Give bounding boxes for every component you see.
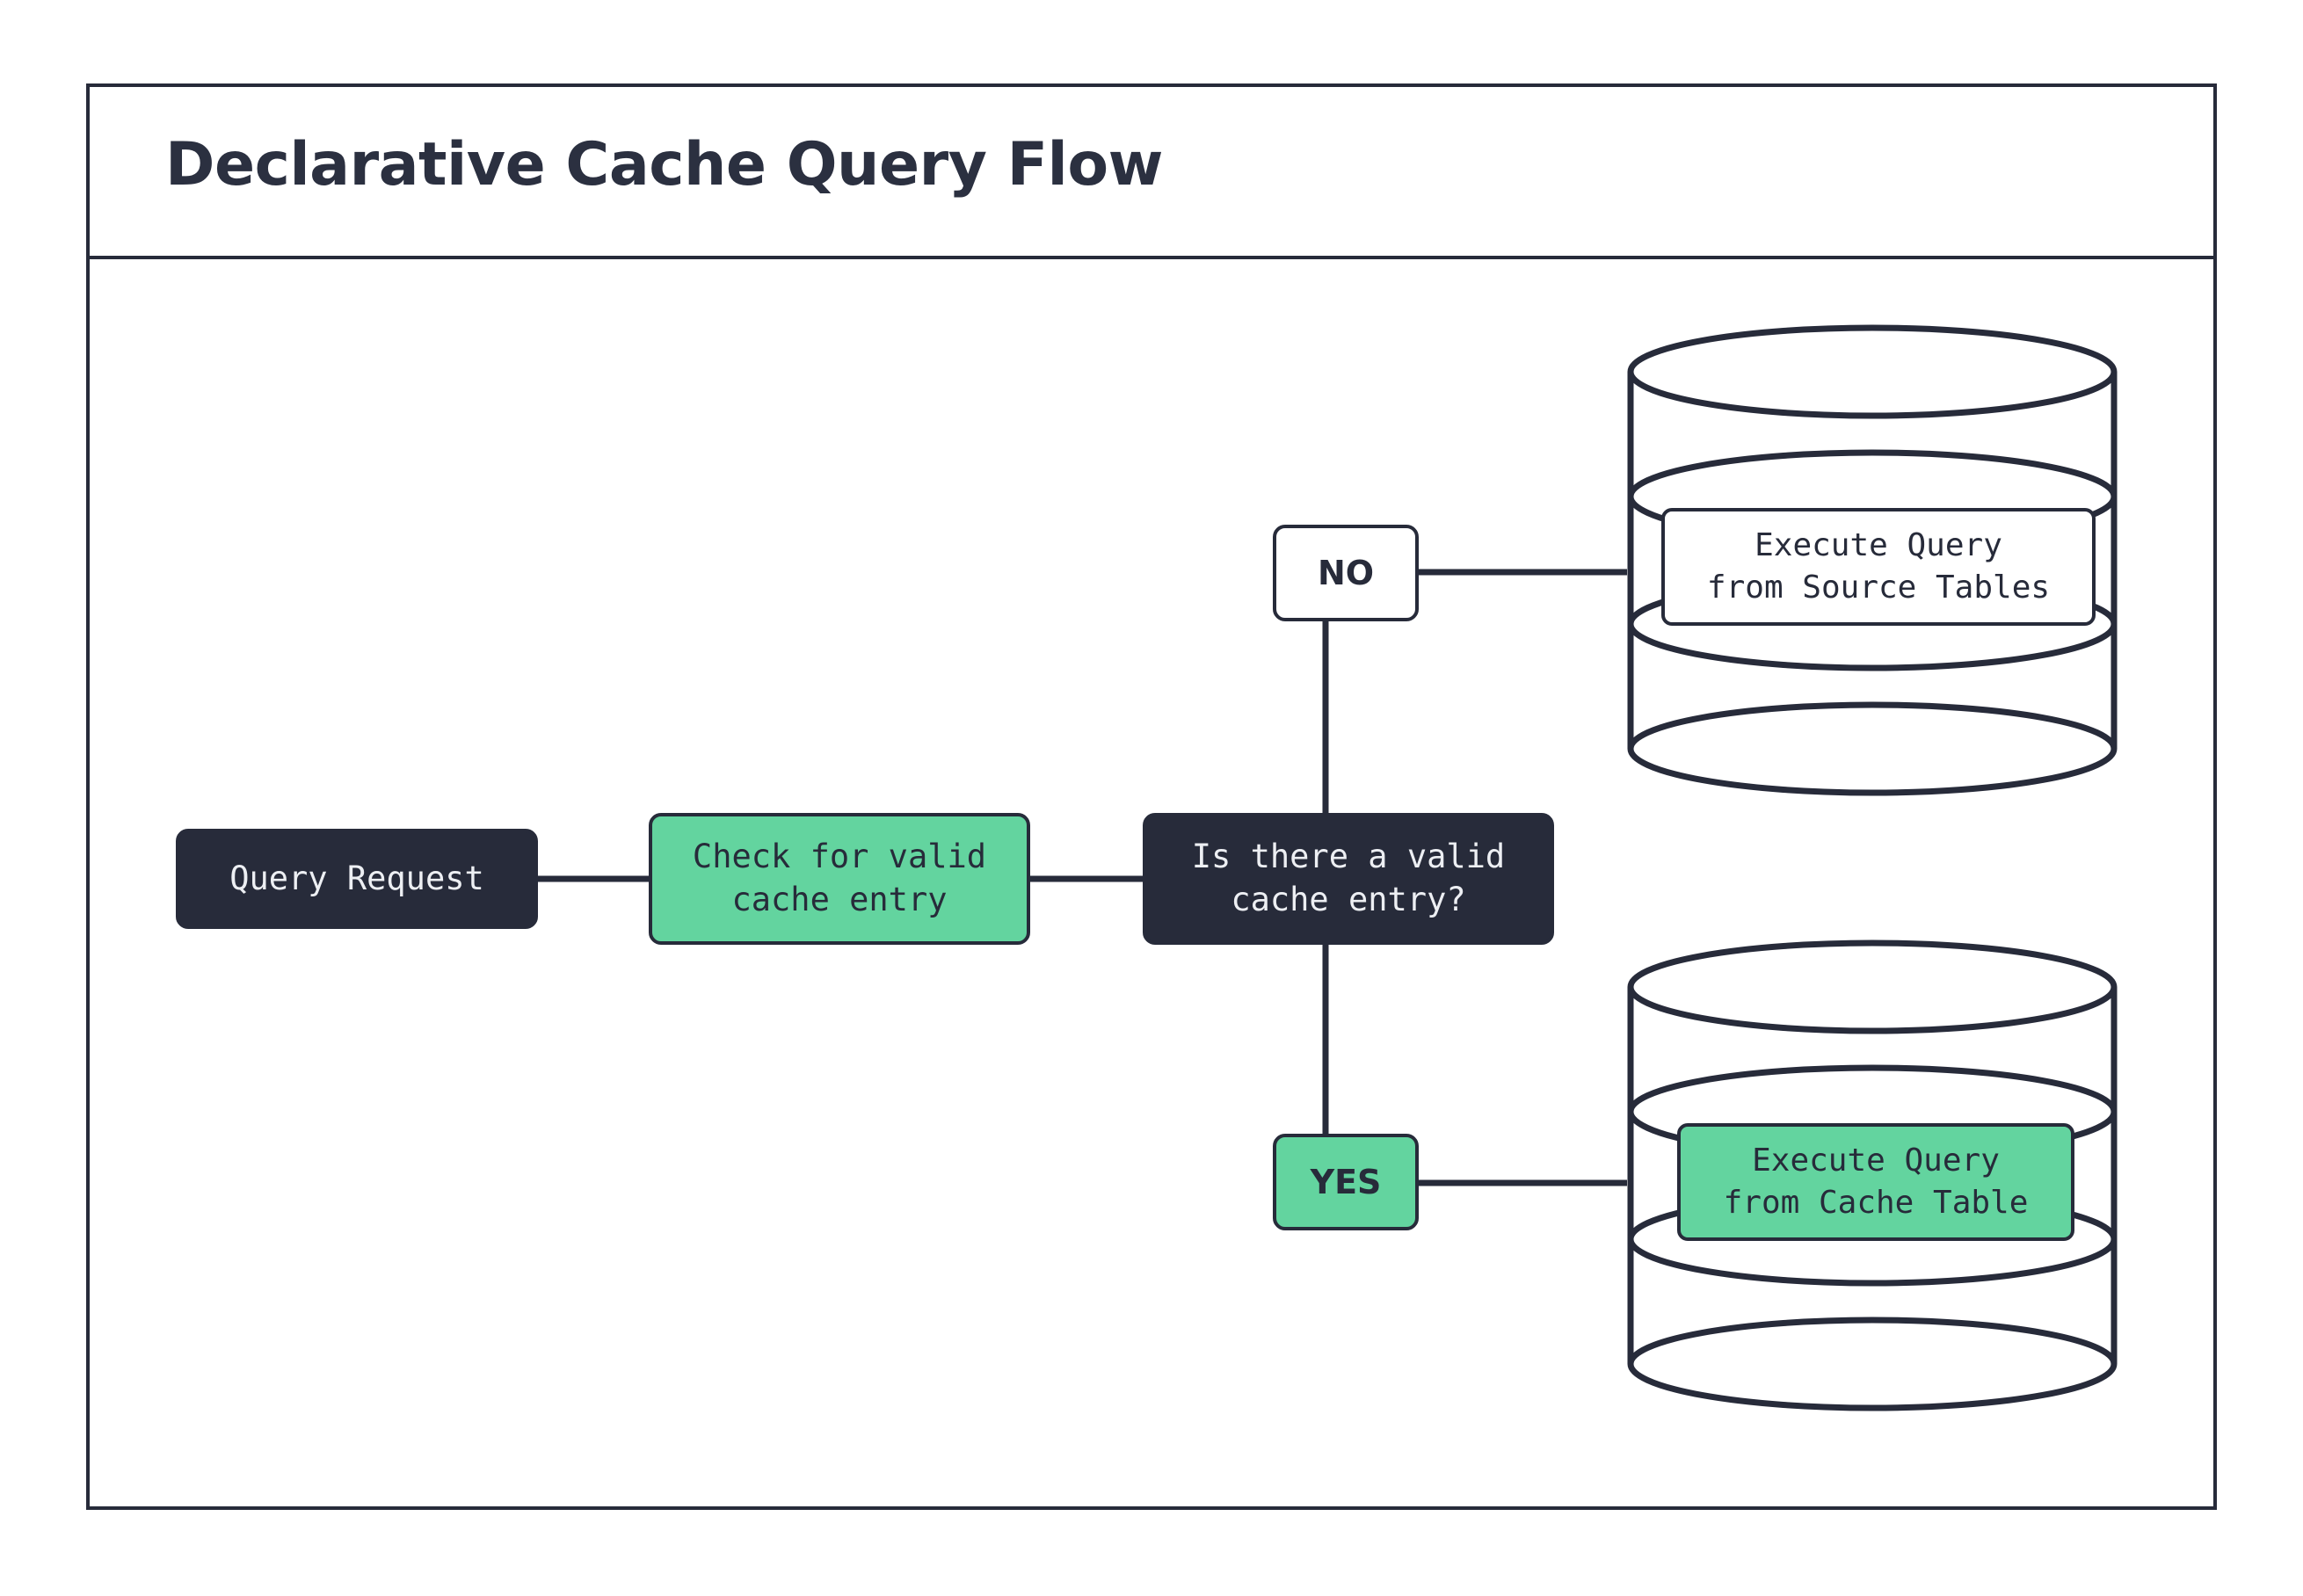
source-database-cylinder bbox=[1627, 324, 2118, 796]
branch-label-no[interactable]: NO bbox=[1273, 525, 1419, 621]
page-title: Declarative Cache Query Flow bbox=[165, 130, 1163, 200]
source-db-label[interactable]: Execute Query from Source Tables bbox=[1661, 508, 2096, 626]
diagram-frame bbox=[86, 83, 2217, 1510]
cache-db-label[interactable]: Execute Query from Cache Table bbox=[1677, 1123, 2074, 1241]
node-query-request[interactable]: Query Request bbox=[176, 829, 538, 929]
node-check-for-valid-cache-entry[interactable]: Check for valid cache entry bbox=[649, 813, 1030, 945]
node-is-there-a-valid-cache-entry[interactable]: Is there a valid cache entry? bbox=[1143, 813, 1554, 945]
branch-label-yes[interactable]: YES bbox=[1273, 1134, 1419, 1230]
cache-database-cylinder bbox=[1627, 939, 2118, 1411]
